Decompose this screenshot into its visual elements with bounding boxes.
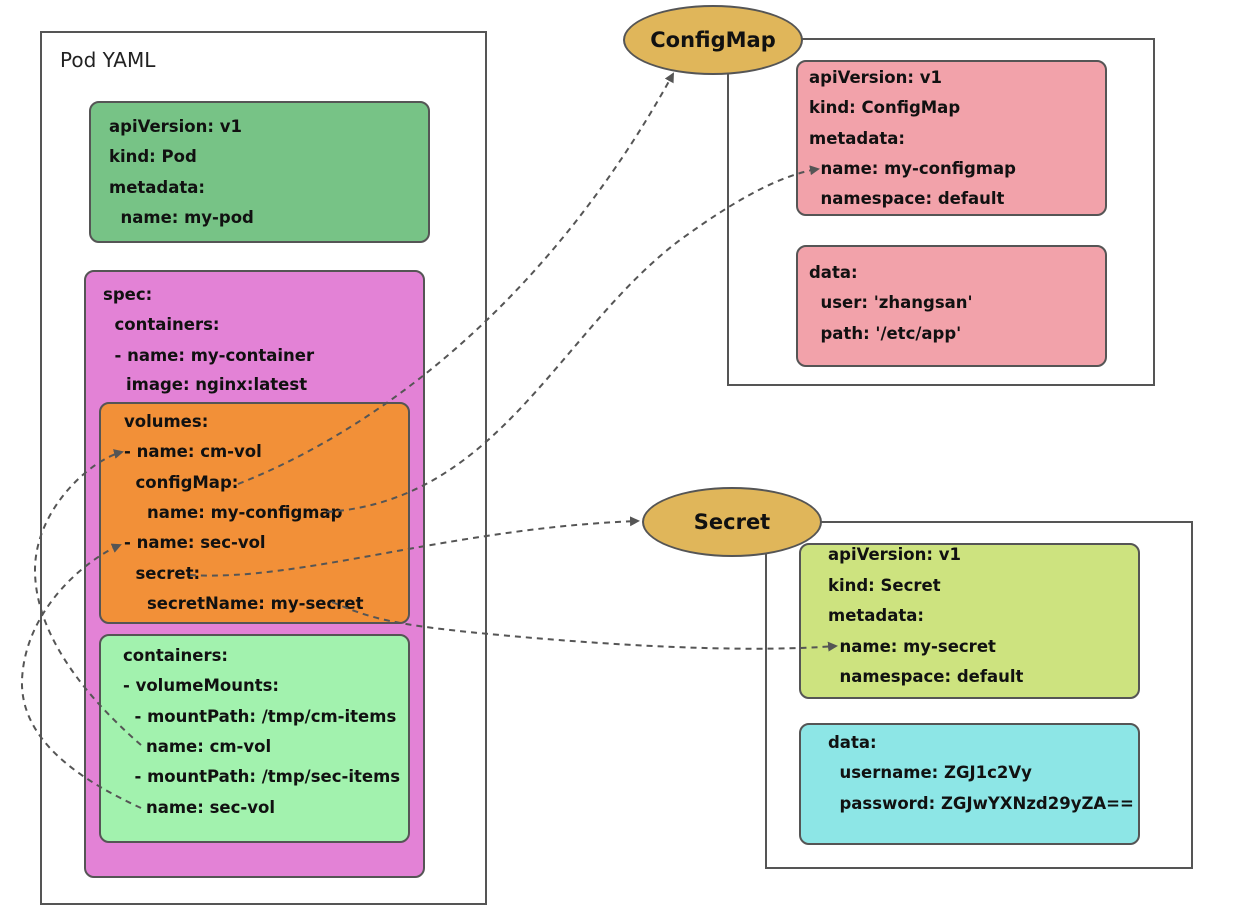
spec-line: containers:	[103, 315, 220, 334]
mounts-line: name: sec-vol	[123, 798, 275, 817]
volumes-line: configMap:	[124, 473, 239, 492]
pod-meta-line: name: my-pod	[109, 208, 254, 227]
configmap-data-box	[796, 245, 1107, 367]
secret-data-line: data:	[828, 733, 877, 752]
secret-meta-line: kind: Secret	[828, 576, 941, 595]
configmap-meta-line: kind: ConfigMap	[809, 98, 961, 117]
mounts-line: name: cm-vol	[123, 737, 272, 756]
secret-data-line: username: ZGJ1c2Vy	[828, 763, 1032, 782]
spec-line: - name: my-container	[103, 346, 315, 365]
secret-metadata-box	[799, 543, 1140, 699]
pod-meta-line: apiVersion: v1	[109, 117, 242, 136]
volumes-line: secretName: my-secret	[124, 594, 364, 613]
secret-meta-line: name: my-secret	[828, 637, 996, 656]
configmap-ellipse: ConfigMap	[623, 5, 803, 75]
configmap-data-line: path: '/etc/app'	[809, 324, 962, 343]
pod-meta-line: metadata:	[109, 178, 205, 197]
configmap-meta-line: name: my-configmap	[809, 159, 1016, 178]
volumes-line: - name: sec-vol	[124, 533, 266, 552]
secret-meta-line: apiVersion: v1	[828, 545, 961, 564]
configmap-meta-line: namespace: default	[809, 189, 1005, 208]
pod-yaml-title: Pod YAML	[60, 48, 156, 72]
volumes-line: secret:	[124, 564, 201, 583]
spec-line: image: nginx:latest	[103, 375, 308, 394]
configmap-meta-line: metadata:	[809, 129, 905, 148]
spec-line: spec:	[103, 285, 153, 304]
mounts-line: - mountPath: /tmp/cm-items	[123, 707, 397, 726]
secret-meta-line: namespace: default	[828, 667, 1024, 686]
mounts-line: - volumeMounts:	[123, 676, 280, 695]
secret-ellipse: Secret	[642, 487, 822, 557]
volumes-line: volumes:	[124, 412, 209, 431]
secret-data-line: password: ZGJwYXNzd29yZA==	[828, 794, 1134, 813]
volumes-line: - name: cm-vol	[124, 442, 262, 461]
volumes-line: name: my-configmap	[124, 503, 343, 522]
mounts-line: containers:	[123, 646, 229, 665]
configmap-data-line: user: 'zhangsan'	[809, 293, 973, 312]
volume-mounts-box	[99, 634, 410, 843]
configmap-data-line: data:	[809, 263, 858, 282]
mounts-line: - mountPath: /tmp/sec-items	[123, 767, 401, 786]
configmap-metadata-box	[796, 60, 1107, 216]
secret-meta-line: metadata:	[828, 606, 924, 625]
secret-data-box	[799, 723, 1140, 845]
configmap-meta-line: apiVersion: v1	[809, 68, 942, 87]
pod-meta-line: kind: Pod	[109, 147, 197, 166]
